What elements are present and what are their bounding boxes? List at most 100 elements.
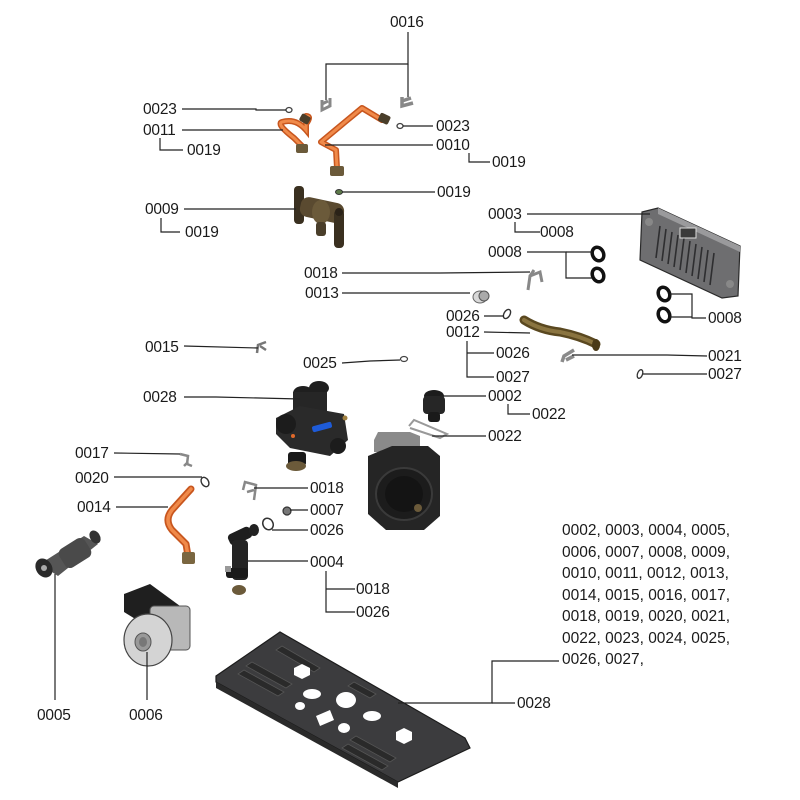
part-0023-oring-left[interactable] [285, 106, 293, 114]
leader-0021 [572, 354, 708, 357]
part-0017-clip[interactable] [179, 452, 193, 468]
callout-0023[interactable]: 0023 [143, 101, 177, 118]
callout-0021[interactable]: 0021 [708, 348, 742, 365]
part-0011-copper-loop[interactable] [277, 113, 312, 153]
part-0021-clip[interactable] [560, 348, 575, 363]
leader-0012 [483, 331, 531, 334]
part-0005-flow-sensor[interactable] [32, 528, 103, 580]
part-0016-clip-left[interactable] [320, 98, 332, 113]
parts-list-line: 0002, 0003, 0004, 0005, [562, 522, 731, 539]
leader-0028b [398, 660, 559, 704]
callout-0002[interactable]: 0002 [488, 388, 522, 405]
callout-0025[interactable]: 0025 [303, 355, 337, 372]
leader-0016 [325, 32, 409, 100]
callout-0015[interactable]: 0015 [145, 339, 179, 356]
callout-0018[interactable]: 0018 [310, 480, 344, 497]
part-0018-clip-upper[interactable] [526, 269, 544, 291]
part-0002-relief-valve[interactable] [423, 390, 445, 422]
leader-0018a [342, 271, 531, 274]
part-0028-base-plate[interactable] [215, 631, 471, 788]
callout-0026[interactable]: 0026 [356, 604, 390, 621]
parts-list-line: 0010, 0011, 0012, 0013, [562, 565, 729, 582]
callout-0008[interactable]: 0008 [488, 244, 522, 261]
callout-0019[interactable]: 0019 [437, 184, 471, 201]
leader-0028a [184, 396, 301, 400]
part-0012-brass-pipe[interactable] [519, 315, 601, 351]
part-0020-oring[interactable] [199, 476, 210, 488]
part-0019-washer[interactable] [335, 189, 343, 195]
part-0027-oring[interactable] [636, 369, 644, 379]
callout-0013[interactable]: 0013 [305, 285, 339, 302]
leader-0009-0019 [160, 218, 180, 233]
part-0026-oring-c[interactable] [261, 516, 276, 531]
part-pump-housing[interactable] [368, 432, 440, 530]
part-0025-oring[interactable] [399, 355, 409, 363]
leader-0008b [527, 251, 592, 279]
callout-0007[interactable]: 0007 [310, 502, 344, 519]
part-0028-manifold[interactable] [276, 381, 348, 471]
callout-0012[interactable]: 0012 [446, 324, 480, 341]
leader-0002-0022 [507, 404, 530, 415]
callout-0022[interactable]: 0022 [532, 406, 566, 423]
callout-0027[interactable]: 0027 [496, 369, 530, 386]
part-0013-filter[interactable] [472, 290, 490, 304]
callout-0028[interactable]: 0028 [143, 389, 177, 406]
part-0006-pump[interactable] [123, 584, 191, 667]
callout-0006[interactable]: 0006 [129, 707, 163, 724]
callout-0026[interactable]: 0026 [310, 522, 344, 539]
callout-0020[interactable]: 0020 [75, 470, 109, 487]
callout-0003[interactable]: 0003 [488, 206, 522, 223]
parts-list-line: 0006, 0007, 0008, 0009, [562, 543, 731, 561]
part-0004-elbow[interactable] [225, 524, 259, 595]
part-0022-wire-clip[interactable] [408, 418, 450, 440]
callout-0016[interactable]: 0016 [390, 14, 424, 31]
callout-0008[interactable]: 0008 [708, 310, 742, 327]
callout-0026[interactable]: 0026 [446, 308, 480, 325]
callout-0027[interactable]: 0027 [708, 366, 742, 383]
part-0018-clip-middle[interactable] [241, 480, 258, 501]
leader-0008c [670, 293, 706, 319]
leader-0012-sub [466, 341, 494, 378]
leader-lines [54, 32, 708, 704]
included-parts-list: 0002, 0003, 0004, 0005, 0006, 0007, 0008… [562, 520, 730, 671]
part-0007-nut[interactable] [282, 506, 292, 516]
part-0014-copper-pipe[interactable] [164, 485, 195, 564]
callout-0004[interactable]: 0004 [310, 554, 344, 571]
callout-0009[interactable]: 0009 [145, 201, 179, 218]
callout-0019[interactable]: 0019 [492, 154, 526, 171]
callout-0018[interactable]: 0018 [356, 581, 390, 598]
callout-0023[interactable]: 0023 [436, 118, 470, 135]
callout-0018[interactable]: 0018 [304, 265, 338, 282]
leader-0011-0019 [159, 138, 183, 151]
part-0023-oring-right[interactable] [396, 122, 404, 130]
callout-0008[interactable]: 0008 [540, 224, 574, 241]
part-0016-clip-right[interactable] [400, 96, 414, 109]
parts-list-line: 0026, 0027, [562, 651, 644, 668]
callout-0028[interactable]: 0028 [517, 695, 551, 712]
callout-0019[interactable]: 0019 [187, 142, 221, 159]
callout-0010[interactable]: 0010 [436, 137, 470, 154]
part-0009-brass-valve[interactable] [294, 186, 346, 248]
part-0008-orings-upper[interactable] [590, 245, 606, 284]
part-0003-heat-exchanger[interactable] [639, 207, 741, 299]
leader-0015 [183, 345, 259, 349]
leader-0023a [182, 108, 286, 111]
part-0015-clip[interactable] [255, 340, 267, 354]
callout-0022[interactable]: 0022 [488, 428, 522, 445]
parts-list-line: 0014, 0015, 0016, 0017, [562, 586, 731, 604]
leader-0010-0019 [468, 153, 490, 163]
callout-0005[interactable]: 0005 [37, 707, 71, 724]
part-0026-oring-a[interactable] [502, 308, 512, 320]
parts-list-line: 0018, 0019, 0020, 0021, [562, 608, 731, 625]
parts-list-line: 0022, 0023, 0024, 0025, [562, 629, 731, 647]
part-0010-copper-pipe[interactable] [318, 105, 391, 176]
callout-0014[interactable]: 0014 [77, 499, 111, 516]
callout-0019[interactable]: 0019 [185, 224, 219, 241]
callout-0011[interactable]: 0011 [143, 122, 176, 139]
part-0008-orings-right[interactable] [656, 285, 672, 324]
callout-0017[interactable]: 0017 [75, 445, 109, 462]
callout-0026[interactable]: 0026 [496, 345, 530, 362]
leader-0017 [113, 452, 181, 455]
